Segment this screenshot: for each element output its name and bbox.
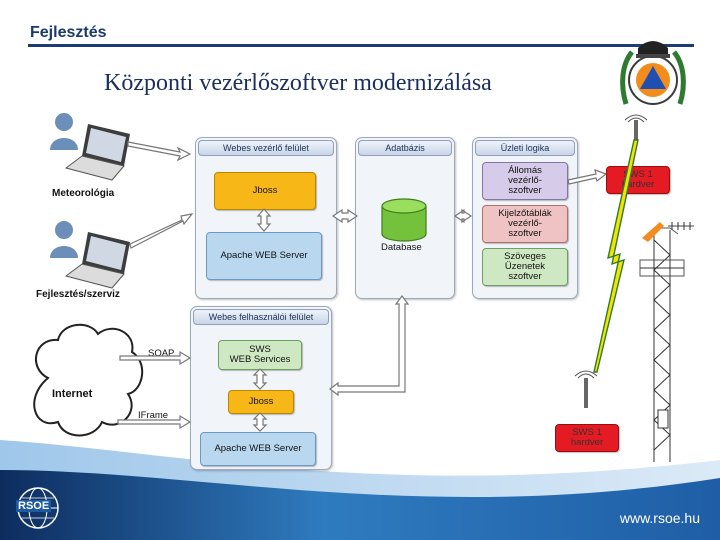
- admin-jboss-box: Jboss: [214, 172, 316, 210]
- internet-label: Internet: [52, 388, 93, 400]
- antenna-dish-icon: [642, 222, 664, 242]
- laptop-icon: [64, 124, 130, 181]
- website-url[interactable]: www.rsoe.hu: [619, 510, 700, 526]
- soap-label: SOAP: [148, 348, 175, 359]
- user-panel-title: Webes felhasználói felület: [193, 309, 329, 325]
- admin-panel-title: Webes vezérlő felület: [198, 140, 334, 156]
- logic-box-szoveges: Szöveges Üzenetek szoftver: [482, 248, 568, 286]
- cloud-icon: [33, 324, 143, 437]
- user-icon: [50, 113, 78, 150]
- radio-link: [574, 114, 694, 462]
- mast-icon: [639, 222, 694, 462]
- db-panel-title: Adatbázis: [358, 140, 452, 156]
- fejlesztes-label: Fejlesztés/szerviz: [36, 289, 120, 300]
- user-apache-box: Apache WEB Server: [200, 432, 316, 466]
- fejlesztes-workstation: [50, 221, 130, 289]
- hardware-top-box: SWS 1 hardver: [606, 166, 670, 194]
- iframe-label: IFrame: [138, 410, 169, 421]
- slide-title: Központi vezérlőszoftver modernizálása: [104, 70, 492, 96]
- antenna-icon: [574, 370, 598, 408]
- database-cylinder-icon: [381, 198, 427, 242]
- laptop-icon: [64, 232, 130, 289]
- antenna-icon: [624, 114, 648, 140]
- database-label: Database: [381, 242, 422, 253]
- lightning-icon: [593, 139, 639, 373]
- admin-apache-box: Apache WEB Server: [206, 232, 322, 280]
- logic-panel-title: Üzleti logika: [475, 140, 575, 156]
- emblem-icon: [620, 41, 686, 105]
- header-rule: [28, 44, 694, 47]
- logic-box-kijelzotablak: Kijelzőtáblák vezérlő- szoftver: [482, 205, 568, 243]
- hardware-bottom-box: SWS 1 hardver: [555, 424, 619, 452]
- user-sws-box: SWS WEB Services: [218, 340, 302, 370]
- meteorologia-workstation: [50, 113, 130, 181]
- meteorologia-label: Meteorológia: [52, 188, 115, 199]
- logic-box-allomas: Állomás vezérlő- szoftver: [482, 162, 568, 200]
- user-icon: [50, 221, 78, 258]
- rsoe-logo-text: RSOE: [16, 500, 52, 512]
- section-header: Fejlesztés: [30, 24, 107, 41]
